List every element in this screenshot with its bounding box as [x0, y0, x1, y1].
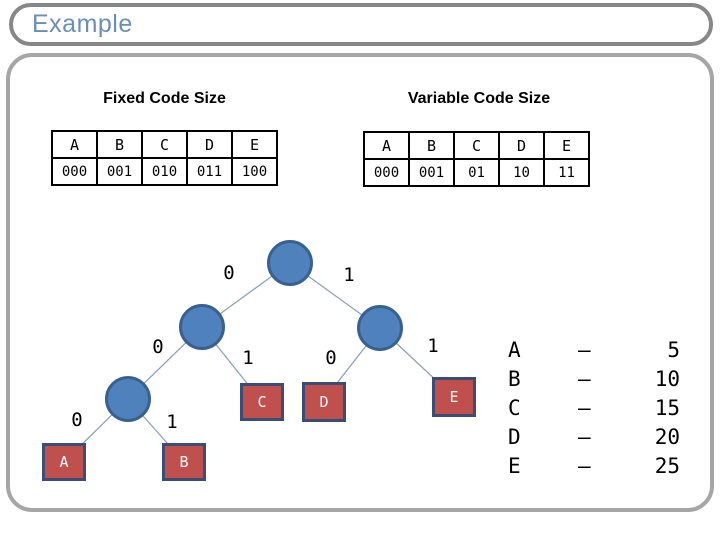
frequency-value: 15 — [654, 395, 680, 420]
symbol-label: C — [508, 395, 521, 420]
leaf-node-C: C — [240, 383, 284, 421]
fixed-code-size-heading: Fixed Code Size — [103, 90, 226, 107]
variable-code-table: A B C D E 000 001 01 10 11 — [363, 131, 590, 187]
table-cell: 001 — [408, 158, 455, 187]
table-cell: C — [453, 131, 500, 160]
table-cell: B — [408, 131, 455, 160]
dash: – — [578, 337, 591, 362]
table-cell: 100 — [231, 157, 278, 186]
dash: – — [578, 453, 591, 478]
table-row: 000 001 010 011 100 — [51, 157, 278, 186]
table-row: A B C D E — [363, 131, 590, 160]
table-cell: D — [498, 131, 545, 160]
list-item: A – 5 — [508, 335, 680, 364]
leaf-node-B: B — [162, 443, 206, 481]
table-cell: D — [186, 130, 233, 159]
leaf-node-A: A — [42, 443, 86, 481]
page-title: Example — [32, 10, 133, 38]
tree-node-root — [267, 240, 313, 286]
title-bar: Example — [9, 3, 713, 46]
table-cell: 010 — [141, 157, 188, 186]
edge-label-n0-right: 1 — [242, 347, 254, 369]
tree-node-1 — [357, 305, 403, 351]
edge-label-root-right: 1 — [343, 264, 355, 286]
table-row: 000 001 01 10 11 — [363, 158, 590, 187]
variable-code-size-heading: Variable Code Size — [407, 90, 551, 107]
table-cell: 000 — [51, 157, 98, 186]
fixed-code-table: A B C D E 000 001 010 011 100 — [51, 130, 278, 186]
leaf-label: C — [257, 393, 267, 411]
list-item: E – 25 — [508, 451, 680, 480]
symbol-label: A — [508, 337, 521, 362]
table-cell: 11 — [543, 158, 590, 187]
list-item: B – 10 — [508, 364, 680, 393]
table-cell: A — [363, 131, 410, 160]
edge-label-n1-left: 0 — [325, 347, 337, 369]
table-cell: 000 — [363, 158, 410, 187]
symbol-label: E — [508, 453, 521, 478]
frequency-value: 20 — [654, 424, 680, 449]
frequency-value: 10 — [654, 366, 680, 391]
symbol-label: B — [508, 366, 521, 391]
frequency-value: 25 — [654, 453, 680, 478]
leaf-node-D: D — [302, 382, 346, 422]
edge-label-root-left: 0 — [223, 262, 235, 284]
list-item: C – 15 — [508, 393, 680, 422]
dash: – — [578, 424, 591, 449]
table-cell: E — [231, 130, 278, 159]
leaf-node-E: E — [432, 377, 476, 417]
edge-label-n1-right: 1 — [427, 335, 439, 357]
dash: – — [578, 395, 591, 420]
list-item: D – 20 — [508, 422, 680, 451]
leaf-label: E — [449, 388, 459, 406]
edge-label-n00-right: 1 — [166, 411, 178, 433]
leaf-label: D — [319, 393, 329, 411]
tree-node-00 — [105, 376, 151, 422]
table-cell: E — [543, 131, 590, 160]
table-cell: 01 — [453, 158, 500, 187]
table-row: A B C D E — [51, 130, 278, 159]
table-cell: B — [96, 130, 143, 159]
table-cell: 011 — [186, 157, 233, 186]
table-cell: 10 — [498, 158, 545, 187]
table-cell: 001 — [96, 157, 143, 186]
leaf-label: B — [179, 453, 189, 471]
edge-label-n0-left: 0 — [152, 336, 164, 358]
dash: – — [578, 366, 591, 391]
frequency-list: A – 5 B – 10 C – 15 D – 20 E – 25 — [508, 335, 680, 480]
frequency-value: 5 — [667, 337, 680, 362]
body-frame — [6, 53, 714, 512]
tree-node-0 — [179, 304, 225, 350]
symbol-label: D — [508, 424, 521, 449]
table-cell: A — [51, 130, 98, 159]
leaf-label: A — [59, 453, 69, 471]
edge-label-n00-left: 0 — [71, 409, 83, 431]
table-cell: C — [141, 130, 188, 159]
